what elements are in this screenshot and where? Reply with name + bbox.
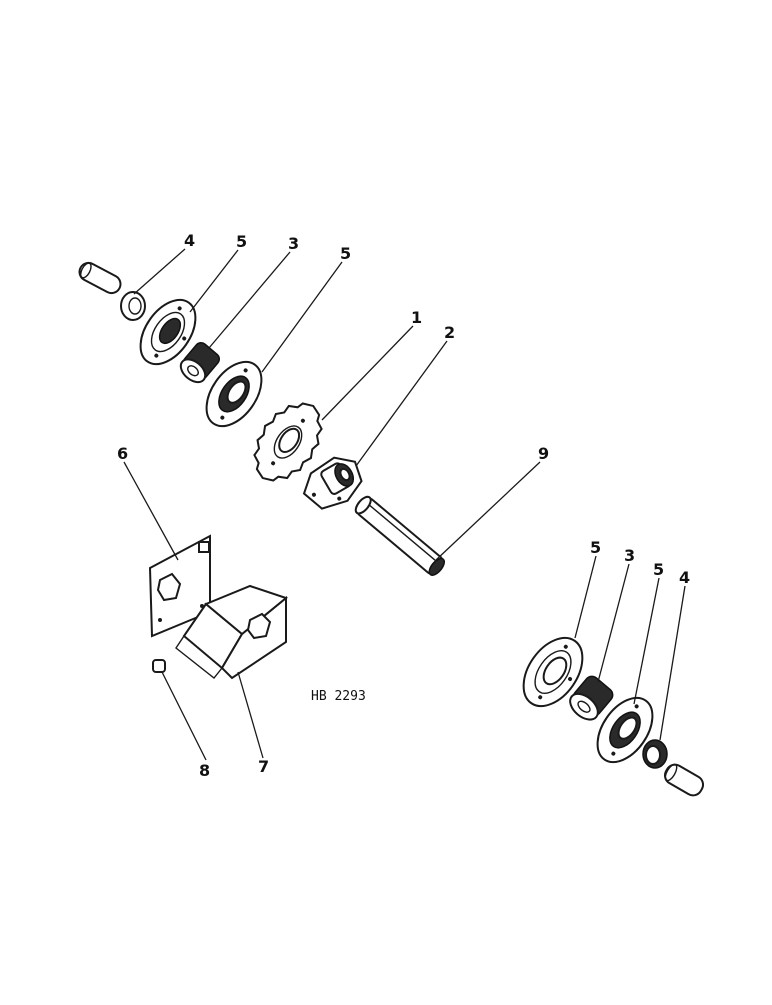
bushing-upper xyxy=(120,291,146,321)
leader-lines xyxy=(123,248,686,761)
callout-5-upper-left: 5 xyxy=(236,232,247,251)
bushing-lower xyxy=(642,739,668,769)
callout-4-upper: 4 xyxy=(184,231,195,250)
drawing-code: HB 2293 xyxy=(311,689,366,704)
bearing-flange-upper-left xyxy=(139,298,197,366)
callout-7: 7 xyxy=(258,757,269,776)
roll-pin-lower xyxy=(663,763,705,797)
callout-9: 9 xyxy=(538,444,549,463)
callout-2: 2 xyxy=(444,323,455,342)
bearing-flange-lower-right xyxy=(596,696,654,764)
callout-1: 1 xyxy=(411,308,422,327)
callout-3-lower: 3 xyxy=(624,546,635,565)
bearing-flange-lower-left xyxy=(522,636,584,708)
callout-4-lower: 4 xyxy=(679,568,690,587)
callout-5-lower-left: 5 xyxy=(590,538,601,557)
bearing-lower xyxy=(569,675,614,721)
callout-5-lower-right: 5 xyxy=(653,560,664,579)
angle-bracket xyxy=(175,584,289,680)
sprocket xyxy=(253,402,323,482)
callout-6: 6 xyxy=(117,444,128,463)
bearing-upper xyxy=(179,341,221,384)
callout-8: 8 xyxy=(199,761,210,780)
sprocket-hub xyxy=(302,456,363,510)
callout-5-upper-right: 5 xyxy=(340,244,351,263)
roll-pin-upper xyxy=(78,261,122,295)
bearing-flange-upper-right xyxy=(205,360,263,428)
small-nut xyxy=(152,659,166,673)
callout-3-upper: 3 xyxy=(288,234,299,253)
drive-shaft xyxy=(354,495,446,576)
